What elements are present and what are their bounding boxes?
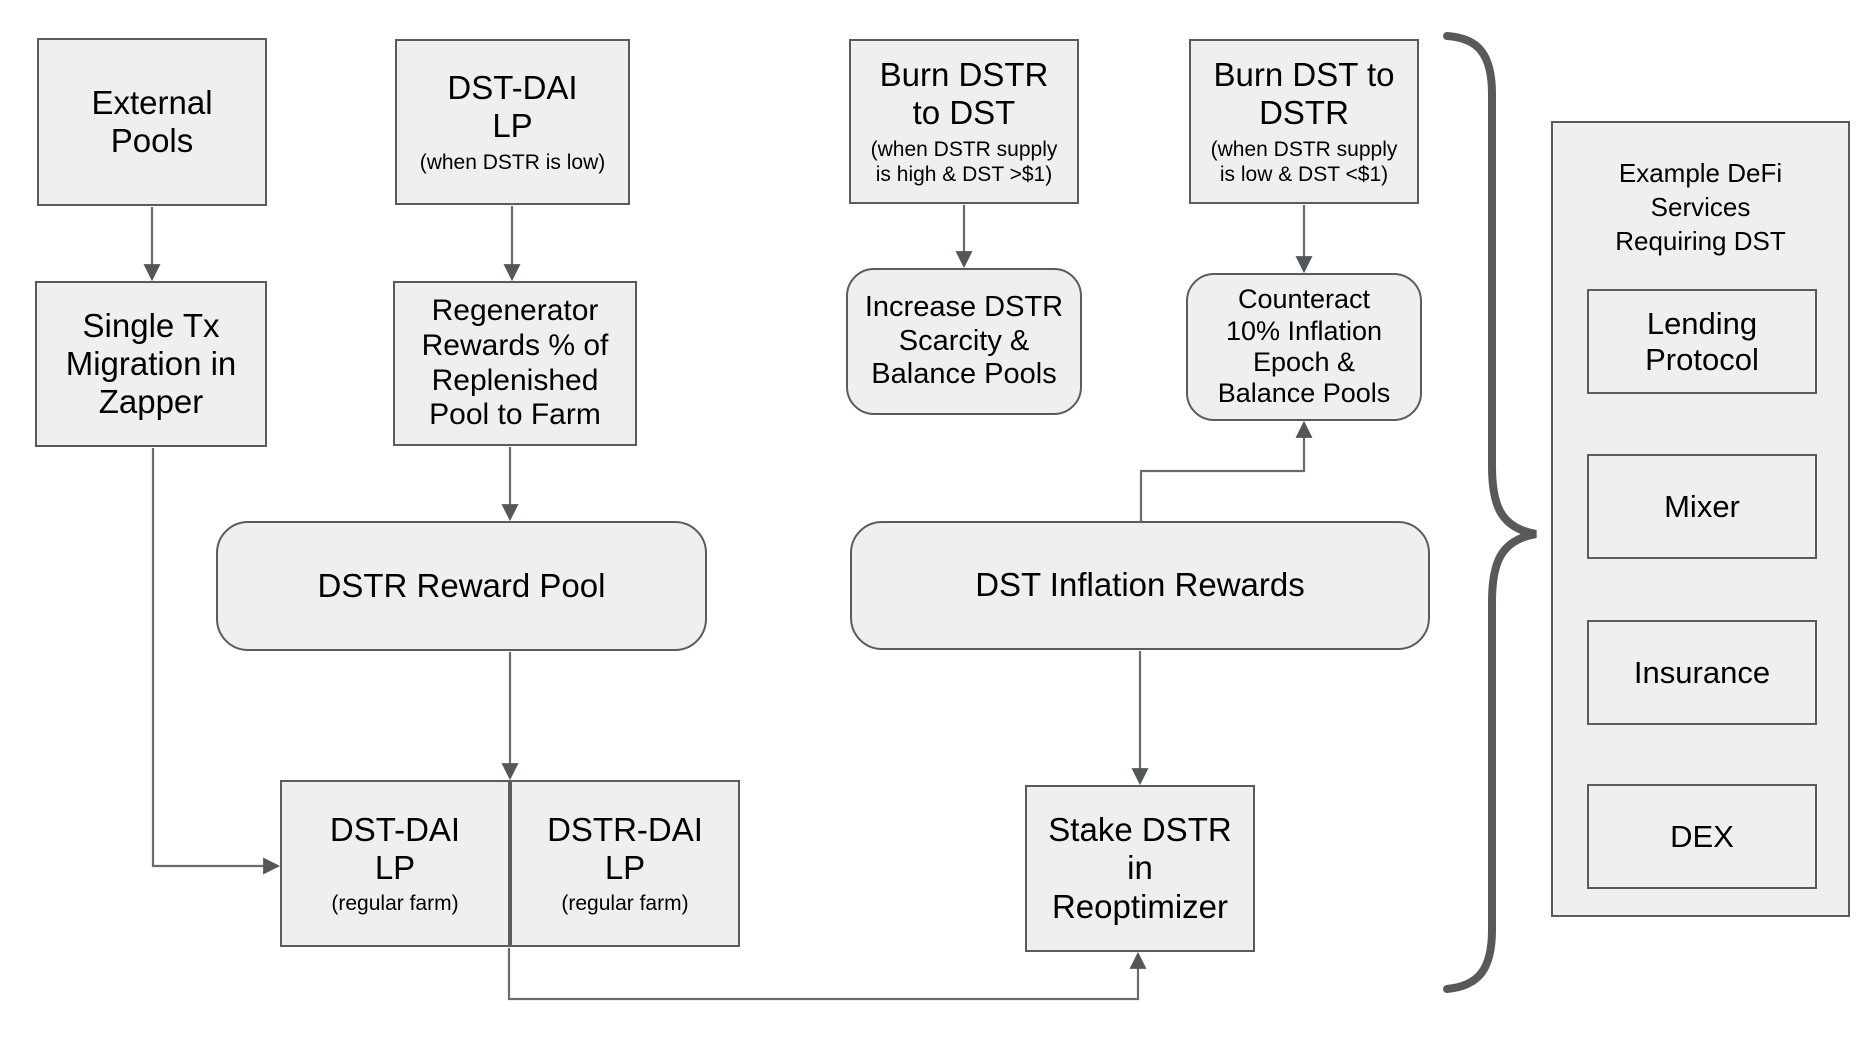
node-label: Burn DSTR to DST [879, 56, 1049, 132]
arrow-inflation-to-counteract [1139, 420, 1313, 521]
service-label: DEX [1670, 818, 1734, 854]
node-burn-dst-to-dstr[interactable]: Burn DST to DSTR (when DSTR supply is lo… [1189, 39, 1419, 204]
node-label: Increase DSTR Scarcity & Balance Pools [864, 291, 1064, 391]
node-note: (regular farm) [561, 892, 689, 916]
arrow-lp-farms-to-stake [507, 948, 1147, 1001]
node-single-tx-migration[interactable]: Single Tx Migration in Zapper [35, 281, 267, 447]
node-label: Regenerator Rewards % of Replenished Poo… [421, 293, 609, 432]
curly-brace [1443, 32, 1537, 993]
node-dstr-reward-pool[interactable]: DSTR Reward Pool [216, 521, 707, 651]
node-label: External Pools [91, 83, 213, 159]
node-note: (when DSTR supply is low & DST <$1) [1210, 137, 1398, 186]
node-burn-dstr-to-dst[interactable]: Burn DSTR to DST (when DSTR supply is hi… [849, 39, 1079, 204]
service-label: Insurance [1633, 654, 1771, 690]
node-counteract-inflation[interactable]: Counteract 10% Inflation Epoch & Balance… [1186, 273, 1422, 421]
node-label: Single Tx Migration in Zapper [65, 306, 237, 421]
service-insurance[interactable]: Insurance [1587, 620, 1817, 725]
service-mixer[interactable]: Mixer [1587, 454, 1817, 559]
node-label: Stake DSTR in Reoptimizer [1048, 811, 1232, 925]
services-panel: Example DeFi Services Requiring DST Lend… [1551, 121, 1850, 917]
node-note: (when DSTR supply is high & DST >$1) [870, 137, 1058, 186]
node-label: DSTR-DAI LP [547, 810, 703, 886]
node-note: (when DSTR is low) [419, 150, 606, 174]
node-label: DSTR Reward Pool [317, 566, 606, 604]
services-panel-title: Example DeFi Services Requiring DST [1615, 158, 1786, 256]
node-dst-dai-lp-farm[interactable]: DST-DAI LP (regular farm) [280, 780, 510, 947]
service-dex[interactable]: DEX [1587, 784, 1817, 889]
node-stake-dstr-reoptimizer[interactable]: Stake DSTR in Reoptimizer [1025, 785, 1255, 952]
node-label: Burn DST to DSTR [1213, 56, 1395, 132]
service-label: Mixer [1664, 488, 1740, 524]
node-regenerator-rewards[interactable]: Regenerator Rewards % of Replenished Poo… [393, 281, 637, 446]
node-note: (regular farm) [331, 892, 459, 916]
node-external-pools[interactable]: External Pools [37, 38, 267, 206]
service-lending-protocol[interactable]: Lending Protocol [1587, 289, 1817, 394]
arrow-single-tx-to-dst-dai-farm [151, 448, 281, 875]
node-dst-inflation-rewards[interactable]: DST Inflation Rewards [850, 521, 1430, 650]
node-label: Counteract 10% Inflation Epoch & Balance… [1217, 284, 1391, 409]
service-label: Lending Protocol [1645, 305, 1759, 377]
node-label: DST-DAI LP [329, 810, 461, 886]
node-dstr-dai-lp-farm[interactable]: DSTR-DAI LP (regular farm) [510, 780, 740, 947]
node-label: DST Inflation Rewards [975, 566, 1305, 604]
node-increase-dstr-scarcity[interactable]: Increase DSTR Scarcity & Balance Pools [846, 268, 1082, 415]
node-label: DST-DAI LP [447, 69, 578, 145]
node-dst-dai-lp-low[interactable]: DST-DAI LP (when DSTR is low) [395, 39, 630, 205]
